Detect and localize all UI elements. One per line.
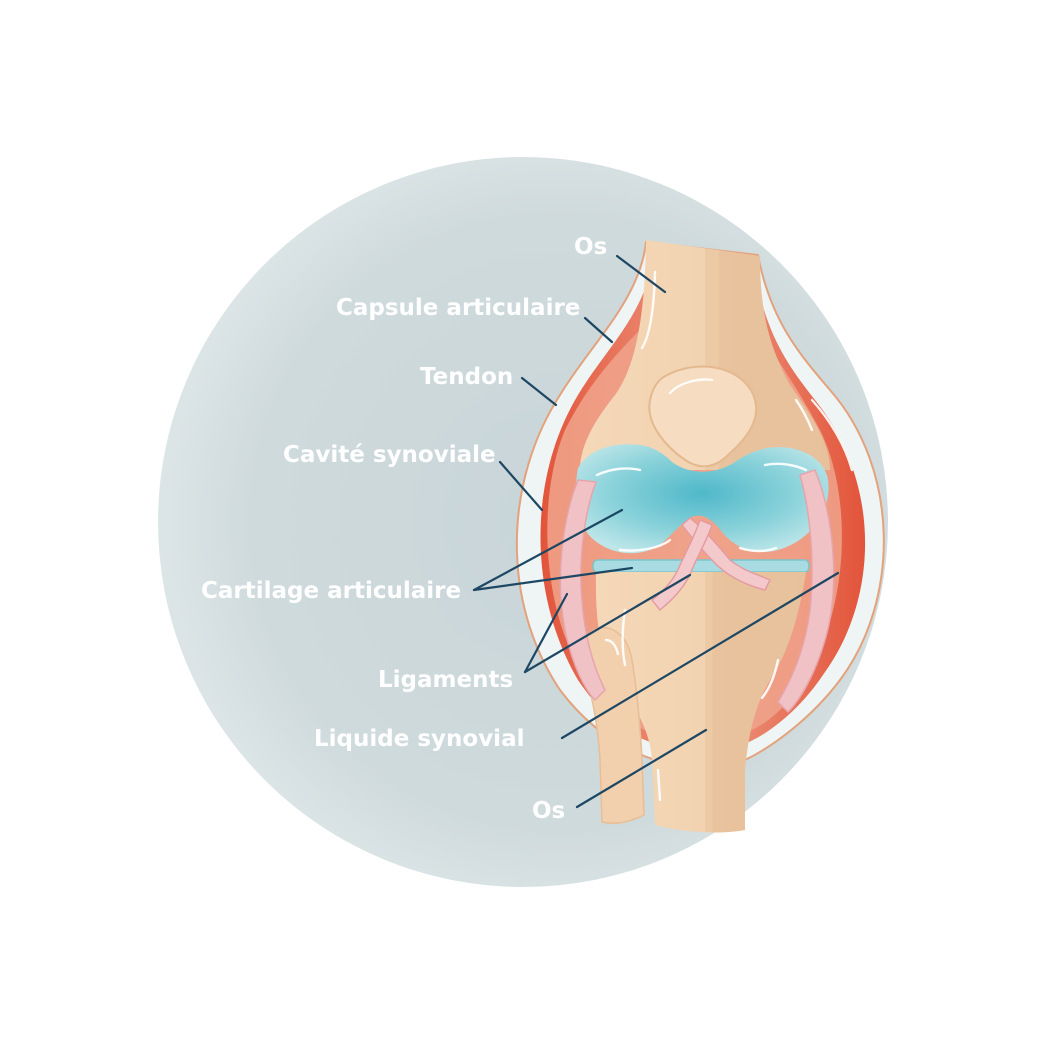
- leader-ligaments-2: [523, 573, 692, 674]
- highlight-fibula: [604, 638, 620, 656]
- highlight-femur-left: [640, 270, 657, 350]
- leader-capsule: [583, 316, 614, 344]
- label-capsule-articulaire: Capsule articulaire: [336, 295, 580, 321]
- highlight-cartilage-right: [763, 462, 808, 472]
- highlight-patella: [668, 378, 714, 395]
- femoral-cartilage: [575, 444, 829, 554]
- highlight-cartilage-bottom-right: [738, 546, 778, 553]
- leader-cartilage-2: [472, 566, 634, 592]
- highlight-tibia-right: [760, 658, 780, 700]
- lateral-ligament-right: [777, 469, 835, 714]
- label-tendon: Tendon: [420, 364, 513, 390]
- leader-tendon: [520, 376, 558, 407]
- patella: [648, 365, 758, 468]
- leader-cartilage-1: [472, 508, 624, 592]
- highlight-capsule-right: [810, 398, 854, 472]
- highlight-cartilage-left: [595, 467, 642, 477]
- label-cavite-synoviale: Cavité synoviale: [283, 442, 496, 468]
- highlight-femur-right: [794, 398, 814, 432]
- highlight-tibia-left: [621, 608, 627, 667]
- leader-os-top: [615, 254, 667, 294]
- label-liquide-synovial: Liquide synovial: [314, 726, 524, 752]
- highlight-shaft-right: [656, 768, 662, 802]
- tibial-cartilage: [592, 559, 810, 573]
- label-os-bottom: Os: [532, 798, 565, 824]
- leader-ligaments-1: [523, 592, 569, 674]
- leader-os-bottom: [575, 728, 708, 809]
- highlight-cartilage-bottom-left: [618, 538, 672, 552]
- label-cartilage-articulaire: Cartilage articulaire: [201, 578, 461, 604]
- label-ligaments: Ligaments: [378, 667, 513, 693]
- leader-cavite: [498, 460, 544, 512]
- leader-liquide: [560, 571, 840, 740]
- label-os-top: Os: [574, 234, 607, 260]
